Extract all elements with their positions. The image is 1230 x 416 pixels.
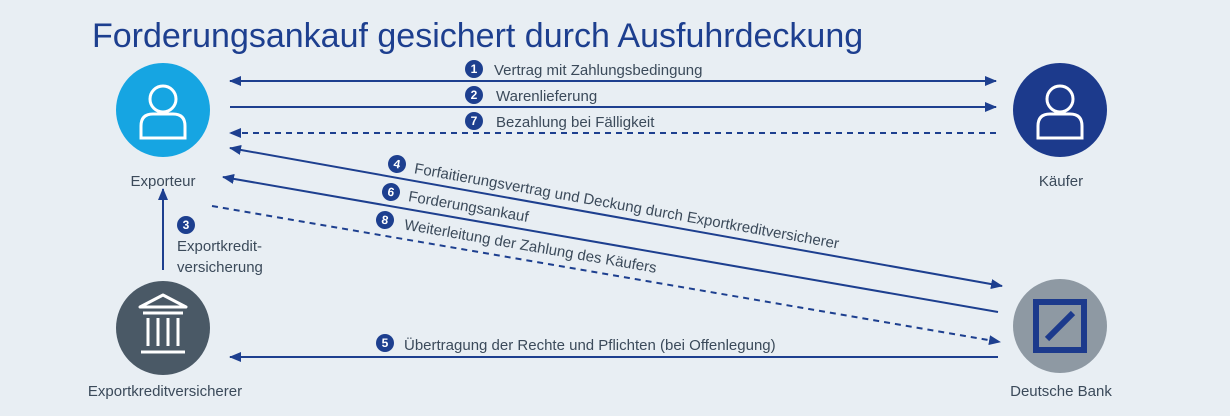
step-4-badge: [388, 155, 406, 173]
versicherer-label: Exportkreditversicherer: [88, 383, 242, 400]
step-7-text: Bezahlung bei Fälligkeit: [496, 114, 655, 131]
actor-versicherer: Exportkreditversicherer: [88, 281, 242, 400]
step-5-number: 5: [382, 336, 389, 350]
step-7-number: 7: [471, 114, 478, 128]
arrow-step-8: [211, 205, 1001, 346]
step-8-badge: [376, 211, 394, 229]
person-icon: [139, 84, 187, 140]
bank-building-icon: [138, 293, 188, 354]
page-title: Forderungsankauf gesichert durch Ausfuhr…: [92, 17, 863, 55]
kaeufer-label: Käufer: [1039, 173, 1083, 190]
actor-kaeufer: Käufer: [1013, 63, 1107, 190]
kaeufer-circle: [1013, 63, 1107, 157]
step-3-label: 3 Exportkredit- versicherung: [177, 216, 263, 276]
step-7-label: 7 Bezahlung bei Fälligkeit: [465, 112, 655, 131]
actor-exporteur: Exporteur: [116, 63, 210, 190]
step-2-label: 2 Warenlieferung: [465, 86, 597, 105]
step-2-badge: [465, 86, 483, 104]
step-5-label: 5 Übertragung der Rechte und Pflichten (…: [376, 334, 776, 354]
step-2-number: 2: [471, 88, 478, 102]
exporteur-circle: [116, 63, 210, 157]
actor-deutsche-bank: Deutsche Bank: [1010, 279, 1112, 400]
step-1-badge: [465, 60, 483, 78]
arrow-step-4: [229, 145, 1003, 289]
step-1-text: Vertrag mit Zahlungsbedingung: [494, 62, 702, 79]
step-6-badge: [382, 183, 400, 201]
step-3-text-line1: Exportkredit-: [177, 238, 262, 255]
exporteur-label: Exporteur: [130, 173, 195, 190]
versicherer-circle: [116, 281, 210, 375]
step-8-number: 8: [381, 213, 390, 228]
bank-label: Deutsche Bank: [1010, 383, 1112, 400]
step-5-badge: [376, 334, 394, 352]
person-icon: [1036, 84, 1084, 140]
arrow-step-6: [222, 173, 999, 313]
step-3-badge: [177, 216, 195, 234]
deutsche-bank-logo: [1033, 299, 1087, 353]
step-2-text: Warenlieferung: [496, 88, 597, 105]
step-1-label: 1 Vertrag mit Zahlungsbedingung: [465, 60, 702, 79]
step-6-number: 6: [387, 185, 396, 200]
step-4-number: 4: [392, 157, 401, 172]
step-5-text: Übertragung der Rechte und Pflichten (be…: [404, 336, 776, 354]
step-3-text-line2: versicherung: [177, 259, 263, 276]
step-1-number: 1: [471, 62, 478, 76]
step-7-badge: [465, 112, 483, 130]
step-3-number: 3: [183, 218, 190, 232]
